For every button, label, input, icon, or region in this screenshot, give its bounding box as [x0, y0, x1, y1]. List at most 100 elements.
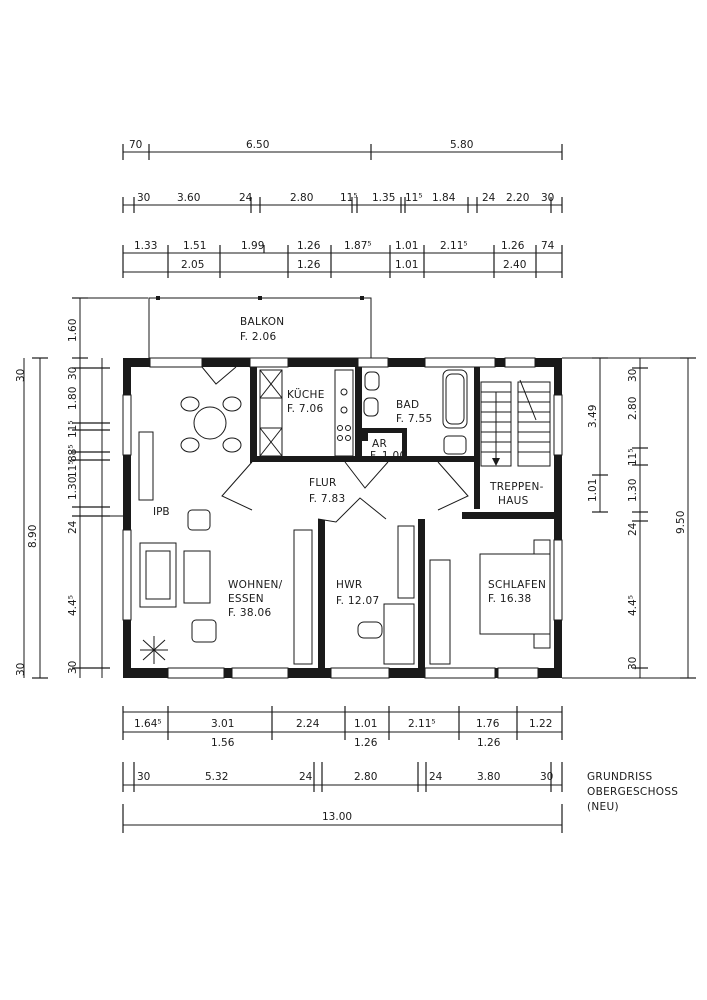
dim-top-3b-3: 2.40	[503, 259, 526, 271]
caption-line-1: GRUNDRISS	[587, 771, 653, 783]
dim-right-b-4: 24	[627, 522, 639, 536]
dim-left-5: 11⁵	[67, 460, 79, 478]
dim-top-2-9: 2.20	[506, 192, 529, 204]
dim-left-1: 1.80	[67, 387, 79, 410]
dim-top-2-5: 1.35	[372, 192, 395, 204]
dim-right-b-0: 30	[627, 369, 639, 382]
dim-left-4: 1.30	[67, 477, 79, 500]
bottom-dimension-chains: 1.64⁵ 3.01 2.24 1.01 2.11⁵ 1.76 1.22 1.5…	[122, 706, 563, 833]
dim-right-b-1: 2.80	[627, 397, 639, 420]
ar-room: AR F. 1.00	[362, 433, 407, 462]
dim-top-2-2: 24	[239, 192, 253, 204]
room-kueche-name: KÜCHE	[287, 388, 325, 401]
dim-top-3-3: 1.26	[297, 240, 321, 252]
dim-left-2: 11⁵	[67, 420, 79, 438]
dim-right-a-1: 1.01	[587, 479, 599, 502]
dim-bot-1-2: 2.24	[296, 718, 320, 730]
hwr-room: HWR F. 12.07	[336, 525, 415, 665]
balkon-area: BALKON F. 2.06	[148, 296, 372, 359]
room-ar-name: AR	[372, 438, 387, 450]
dim-top-2-6: 11⁵	[405, 192, 423, 204]
right-dimension-chains: 3.49 1.01 30 2.80 11⁵ 1.30 24 4.4⁵ 30 9.…	[562, 357, 696, 679]
dim-bot-2-0: 30	[137, 771, 150, 783]
top-dimension-chains: 70 6.50 5.80 30 3.60 24 2.80 11⁵ 1.35 11…	[122, 139, 563, 278]
dim-top-3b-0: 2.05	[181, 259, 204, 271]
building-walls	[122, 357, 563, 679]
dim-left-0b: 30	[67, 367, 79, 380]
dim-left-7: 4.4⁵	[67, 595, 79, 616]
dim-bot-1-4: 2.11⁵	[408, 718, 436, 730]
dim-top-2-8: 24	[482, 192, 496, 204]
dim-top-2-3: 2.80	[290, 192, 313, 204]
dim-left-8b: 30	[15, 663, 27, 676]
dim-top-2-7: 1.84	[432, 192, 456, 204]
bad-room: BAD F. 7.55	[363, 369, 468, 455]
dim-right-b-3: 1.30	[627, 479, 639, 502]
room-flur-name: FLUR	[309, 477, 337, 489]
room-treppen-name1: TREPPEN-	[489, 481, 544, 493]
dim-left-balkon: 1.60	[67, 319, 79, 342]
dim-bot-1-6: 1.22	[529, 718, 552, 730]
dim-top-3-8: 74	[541, 240, 555, 252]
room-wohnen-name2: ESSEN	[228, 593, 264, 605]
room-kueche-area: F. 7.06	[287, 403, 324, 415]
schlafen-room: SCHLAFEN F. 16.38	[429, 539, 551, 665]
dim-top-3-4: 1.87⁵	[344, 240, 372, 252]
dim-right-a-0: 3.49	[587, 405, 599, 428]
treppenhaus-room: TREPPEN- HAUS	[480, 379, 551, 507]
dim-left-3: 88⁵	[67, 444, 79, 462]
dim-top-2-10: 30	[541, 192, 554, 204]
dim-top-1-1: 6.50	[246, 139, 269, 151]
dim-bot-1-5: 1.76	[476, 718, 500, 730]
dim-bot-1-0: 1.64⁵	[134, 718, 162, 730]
caption-line-3: (NEU)	[587, 801, 619, 813]
dim-bot-1b-0: 1.56	[211, 737, 235, 749]
room-schlafen-area: F. 16.38	[488, 593, 532, 605]
flur-area: FLUR F. 7.83	[221, 461, 469, 523]
dim-right-b-5: 4.4⁵	[627, 595, 639, 616]
room-balkon-name: BALKON	[240, 316, 284, 328]
dim-top-3-7: 1.26	[501, 240, 525, 252]
dim-left-overall: 8.90	[27, 525, 39, 548]
room-wohnen-area: F. 38.06	[228, 607, 272, 619]
room-ar-area: F. 1.00	[370, 450, 407, 462]
dim-top-3-0: 1.33	[134, 240, 157, 252]
room-bad-area: F. 7.55	[396, 413, 433, 425]
dim-top-3-6: 2.11⁵	[440, 240, 468, 252]
dim-bot-2-3: 2.80	[354, 771, 377, 783]
dim-bot-1b-2: 1.26	[477, 737, 501, 749]
dim-bot-2-1: 5.32	[205, 771, 228, 783]
dim-top-3-5: 1.01	[395, 240, 418, 252]
dim-bot-total: 13.00	[322, 811, 352, 823]
dim-left-8: 30	[67, 661, 79, 674]
dim-bot-2-4: 24	[429, 771, 443, 783]
wohnen-essen-room: IPB WOHNEN/ ESSEN F. 38.06	[138, 366, 313, 665]
room-balkon-area: F. 2.06	[240, 331, 277, 343]
dim-top-1-0: 70	[129, 139, 142, 151]
dim-top-3b-2: 1.01	[395, 259, 418, 271]
dim-bot-1-1: 3.01	[211, 718, 234, 730]
dim-left-0: 30	[15, 369, 27, 382]
caption-line-2: OBERGESCHOSS	[587, 786, 678, 798]
dim-left-6: 24	[67, 520, 79, 534]
plant-icon	[140, 636, 168, 664]
drawing-caption: GRUNDRISS OBERGESCHOSS (NEU)	[587, 771, 678, 813]
room-schlafen-name: SCHLAFEN	[488, 579, 546, 591]
dim-top-1-2: 5.80	[450, 139, 473, 151]
room-hwr-area: F. 12.07	[336, 595, 380, 607]
kueche-room: KÜCHE F. 7.06	[259, 369, 354, 457]
dim-top-2-0: 30	[137, 192, 150, 204]
label-ipb: IPB	[153, 506, 170, 518]
dim-bot-1b-1: 1.26	[354, 737, 378, 749]
left-dimension-chains: 1.60 8.90 30 1.80 11⁵ 88⁵ 1.30 11⁵ 24 4.…	[15, 297, 148, 679]
dim-bot-2-2: 24	[299, 771, 313, 783]
dim-top-3-2: 1.99	[241, 240, 264, 252]
dim-top-3-1: 1.51	[183, 240, 206, 252]
room-hwr-name: HWR	[336, 579, 362, 591]
dim-top-3b-1: 1.26	[297, 259, 321, 271]
room-flur-area: F. 7.83	[309, 493, 346, 505]
dim-top-2-4: 11⁵	[340, 192, 358, 204]
room-bad-name: BAD	[396, 399, 419, 411]
dim-right-overall: 9.50	[675, 511, 687, 534]
